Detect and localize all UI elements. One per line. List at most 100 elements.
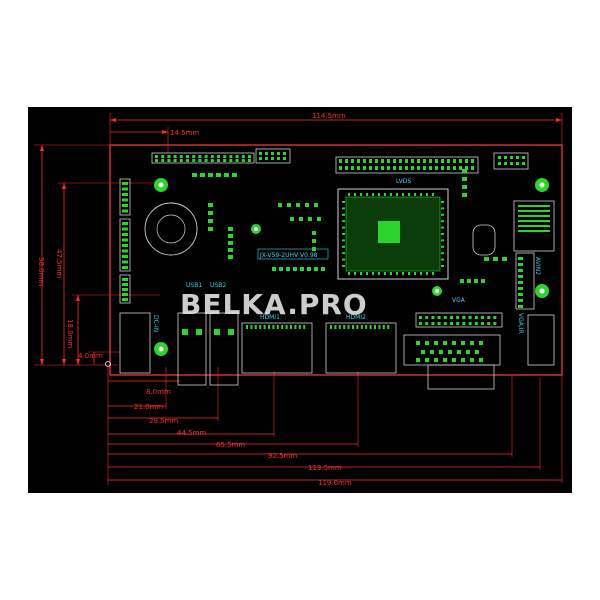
pad — [441, 258, 444, 261]
pad — [268, 325, 270, 329]
pad — [462, 185, 467, 189]
pad — [435, 166, 438, 170]
vga-pin-header — [415, 312, 503, 328]
pad — [366, 272, 368, 275]
pad — [434, 341, 438, 345]
pad — [217, 155, 220, 158]
dim-left-mid-text: 47.5mm — [55, 249, 63, 278]
pad — [493, 257, 498, 261]
mounting-hole-center — [158, 182, 164, 188]
left-connector-2 — [119, 218, 131, 272]
pad — [122, 260, 128, 264]
dim-bottom-text-3: 44.5mm — [177, 429, 206, 437]
pad — [405, 166, 408, 170]
pad — [522, 156, 525, 159]
pad — [441, 220, 444, 223]
pad — [369, 159, 372, 163]
pad — [283, 152, 286, 155]
pad — [416, 341, 420, 345]
pad — [375, 166, 378, 170]
pad — [290, 325, 292, 329]
pad — [425, 341, 429, 345]
pad — [470, 358, 474, 362]
dim-bottom-text-4: 65.5mm — [216, 441, 245, 449]
pad — [468, 322, 472, 325]
pad — [465, 159, 468, 163]
hdmi1-connector — [241, 322, 313, 374]
pad — [155, 155, 158, 158]
pad — [381, 159, 384, 163]
pad — [192, 159, 196, 162]
pad — [443, 322, 447, 325]
pad — [228, 227, 233, 231]
pad — [441, 233, 444, 235]
pad — [182, 329, 188, 335]
pad — [420, 272, 422, 275]
pad — [345, 166, 348, 170]
pad — [399, 159, 402, 163]
pad — [452, 341, 456, 345]
pad — [498, 156, 501, 159]
pad — [347, 325, 350, 329]
pad — [431, 316, 435, 319]
pad — [425, 316, 429, 319]
mounting-holes — [154, 178, 549, 356]
vga-shell — [427, 364, 495, 390]
pad — [420, 193, 422, 196]
usb1-connector — [177, 312, 207, 386]
pad — [167, 159, 171, 162]
pad — [122, 293, 128, 296]
pad — [437, 322, 441, 325]
pad — [441, 166, 444, 170]
pad — [443, 316, 447, 319]
crystal — [472, 224, 496, 256]
pad — [479, 358, 483, 362]
pad — [470, 341, 474, 345]
pad — [342, 201, 345, 203]
model-label: JX-V59-2UHV V0.98 — [259, 252, 318, 259]
pad — [466, 350, 470, 354]
right-header — [493, 152, 529, 170]
pad — [303, 325, 306, 329]
pad — [435, 159, 438, 163]
pad — [465, 166, 468, 170]
pad — [277, 157, 280, 160]
hdmi2-label: HDMI2 — [346, 314, 366, 321]
pad — [122, 209, 128, 213]
pad — [468, 316, 472, 319]
pad — [453, 159, 456, 163]
pad — [443, 341, 447, 345]
usb2-connector — [209, 312, 239, 386]
pad — [248, 159, 251, 162]
mounting-hole-center — [539, 182, 545, 188]
pad — [504, 162, 507, 165]
pad — [493, 316, 497, 319]
pad — [216, 173, 221, 177]
pad — [263, 325, 266, 329]
pad — [417, 159, 420, 163]
pad — [314, 203, 318, 207]
pad — [200, 173, 205, 177]
pad — [122, 187, 128, 191]
pad — [312, 239, 316, 243]
components: LVDS JX-V59-2UHV V0.98 AVIN2 VGA,IR VGA — [119, 148, 555, 390]
pad — [518, 263, 523, 266]
pad — [228, 241, 233, 245]
pad — [122, 182, 128, 185]
pad — [429, 159, 432, 163]
pad — [441, 245, 444, 248]
dim-bottom-text-7: 119.0mm — [318, 479, 352, 487]
pad — [374, 325, 376, 329]
dim-left-small-arrow-top — [76, 295, 80, 301]
pad — [330, 325, 332, 329]
pad — [414, 193, 416, 196]
pad — [343, 325, 346, 329]
pad — [419, 322, 422, 325]
pad — [426, 193, 428, 196]
pad — [474, 279, 478, 283]
pad — [447, 166, 450, 170]
pad — [414, 272, 416, 275]
pad — [426, 272, 428, 275]
pad — [122, 193, 128, 196]
pad — [447, 159, 450, 163]
